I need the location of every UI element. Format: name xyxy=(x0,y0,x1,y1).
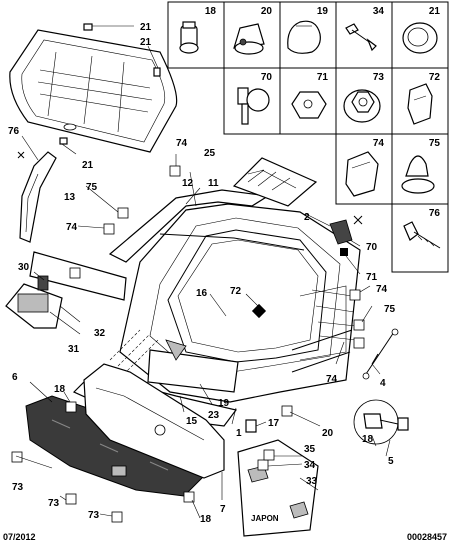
grid-label-21: 21 xyxy=(429,6,441,17)
callout-15: 15 xyxy=(186,416,198,427)
grommet-21-a xyxy=(83,23,93,31)
washer-nozzle xyxy=(63,123,77,131)
callout-25: 25 xyxy=(204,148,216,159)
hinge-square xyxy=(340,248,348,256)
spring-clip-74-icon xyxy=(345,151,379,197)
grid-label-34: 34 xyxy=(373,6,385,17)
grid-row-4 xyxy=(391,203,449,273)
rivet-34-icon xyxy=(345,23,377,52)
plate-label: JAPON xyxy=(251,514,279,523)
callout-75-b: 75 xyxy=(384,304,396,315)
grid-label-74: 74 xyxy=(373,138,385,149)
fastener-grid: 18 20 19 34 21 70 71 73 72 74 75 76 xyxy=(167,1,449,273)
flange-nut-73-icon xyxy=(343,89,381,123)
seal-16 xyxy=(167,229,327,363)
cable-rods xyxy=(291,329,353,373)
hinge-2 xyxy=(329,219,353,245)
clip-72-icon xyxy=(407,83,433,125)
connector-30 xyxy=(37,275,49,291)
callout-21-a: 21 xyxy=(140,22,152,33)
rear-window-glass xyxy=(9,23,178,153)
callout-19: 19 xyxy=(218,398,230,409)
sticker-25 xyxy=(232,157,318,207)
center-square-72 xyxy=(251,303,267,319)
callout-33: 33 xyxy=(306,476,318,487)
callout-18-a: 18 xyxy=(54,384,66,395)
callout-4: 4 xyxy=(380,378,386,389)
callout-72: 72 xyxy=(230,286,242,297)
callout-labels: 21 21 21 76 13 74 75 74 25 12 11 2 70 71… xyxy=(8,22,396,525)
callout-76: 76 xyxy=(8,126,20,137)
footer-reference: 00028457 xyxy=(407,532,447,542)
callout-1: 1 xyxy=(236,428,242,439)
callout-17: 17 xyxy=(268,418,280,429)
callout-71: 71 xyxy=(366,272,378,283)
side-trim-13 xyxy=(17,151,57,243)
grommet-21-b xyxy=(153,67,161,77)
push-clip-75-icon xyxy=(401,155,435,194)
grommet-21-c xyxy=(59,137,68,145)
callout-21-c: 21 xyxy=(82,160,94,171)
callout-12: 12 xyxy=(182,178,194,189)
callout-21-b: 21 xyxy=(140,37,152,48)
nut-71-icon xyxy=(291,91,327,119)
callout-30: 30 xyxy=(18,262,30,273)
callout-75-a: 75 xyxy=(86,182,98,193)
seal-12 xyxy=(159,233,305,251)
callout-20: 20 xyxy=(322,428,334,439)
marker-x-left xyxy=(17,151,25,159)
grid-label-76: 76 xyxy=(429,208,441,219)
emblem-chevron xyxy=(165,339,187,361)
light-assembly-32 xyxy=(5,251,127,329)
callout-32: 32 xyxy=(94,328,106,339)
callout-35: 35 xyxy=(304,444,316,455)
callout-34: 34 xyxy=(304,460,316,471)
grid-label-18: 18 xyxy=(205,6,217,17)
grid-label-19: 19 xyxy=(317,6,329,17)
footer-date: 07/2012 xyxy=(3,532,36,542)
callout-13: 13 xyxy=(64,192,76,203)
grid-label-75: 75 xyxy=(429,138,441,149)
callout-70: 70 xyxy=(366,242,378,253)
bump-stop-19-icon xyxy=(287,20,321,54)
callout-74-d: 74 xyxy=(326,374,338,385)
bumper-17 xyxy=(245,419,257,433)
screw-70-icon xyxy=(237,87,270,125)
marker-x-hinge xyxy=(353,215,363,225)
grid-label-71: 71 xyxy=(317,72,329,83)
callout-74-c: 74 xyxy=(376,284,388,295)
grommet-21-icon xyxy=(402,22,438,54)
callout-73-b: 73 xyxy=(48,498,60,509)
leader-lines xyxy=(15,25,391,519)
inner-trim-7 xyxy=(83,363,225,479)
reference-markers xyxy=(11,165,365,523)
callout-74-a: 74 xyxy=(176,138,188,149)
screw-76-icon xyxy=(403,221,441,249)
callout-18-c: 18 xyxy=(362,434,374,445)
callout-31: 31 xyxy=(68,344,80,355)
callout-5: 5 xyxy=(388,456,394,467)
grid-label-70: 70 xyxy=(261,72,273,83)
callout-18-b: 18 xyxy=(200,514,212,525)
callout-74-b: 74 xyxy=(66,222,78,233)
callout-6: 6 xyxy=(12,372,18,383)
callout-2: 2 xyxy=(304,212,310,223)
callout-73-a: 73 xyxy=(12,482,24,493)
plate-recess xyxy=(147,349,239,393)
grommet-18-icon xyxy=(179,21,199,54)
callout-7: 7 xyxy=(220,504,226,515)
clip-20-icon xyxy=(233,23,265,55)
grid-label-20: 20 xyxy=(261,6,273,17)
callout-16: 16 xyxy=(196,288,208,299)
grid-label-73: 73 xyxy=(373,72,385,83)
bolt-5 xyxy=(353,399,409,445)
gas-strut-4 xyxy=(362,328,399,380)
callout-11: 11 xyxy=(208,178,219,189)
callout-23: 23 xyxy=(208,410,220,421)
callout-73-c: 73 xyxy=(88,510,100,521)
grid-label-72: 72 xyxy=(429,72,441,83)
spoiler-11 xyxy=(108,189,270,263)
